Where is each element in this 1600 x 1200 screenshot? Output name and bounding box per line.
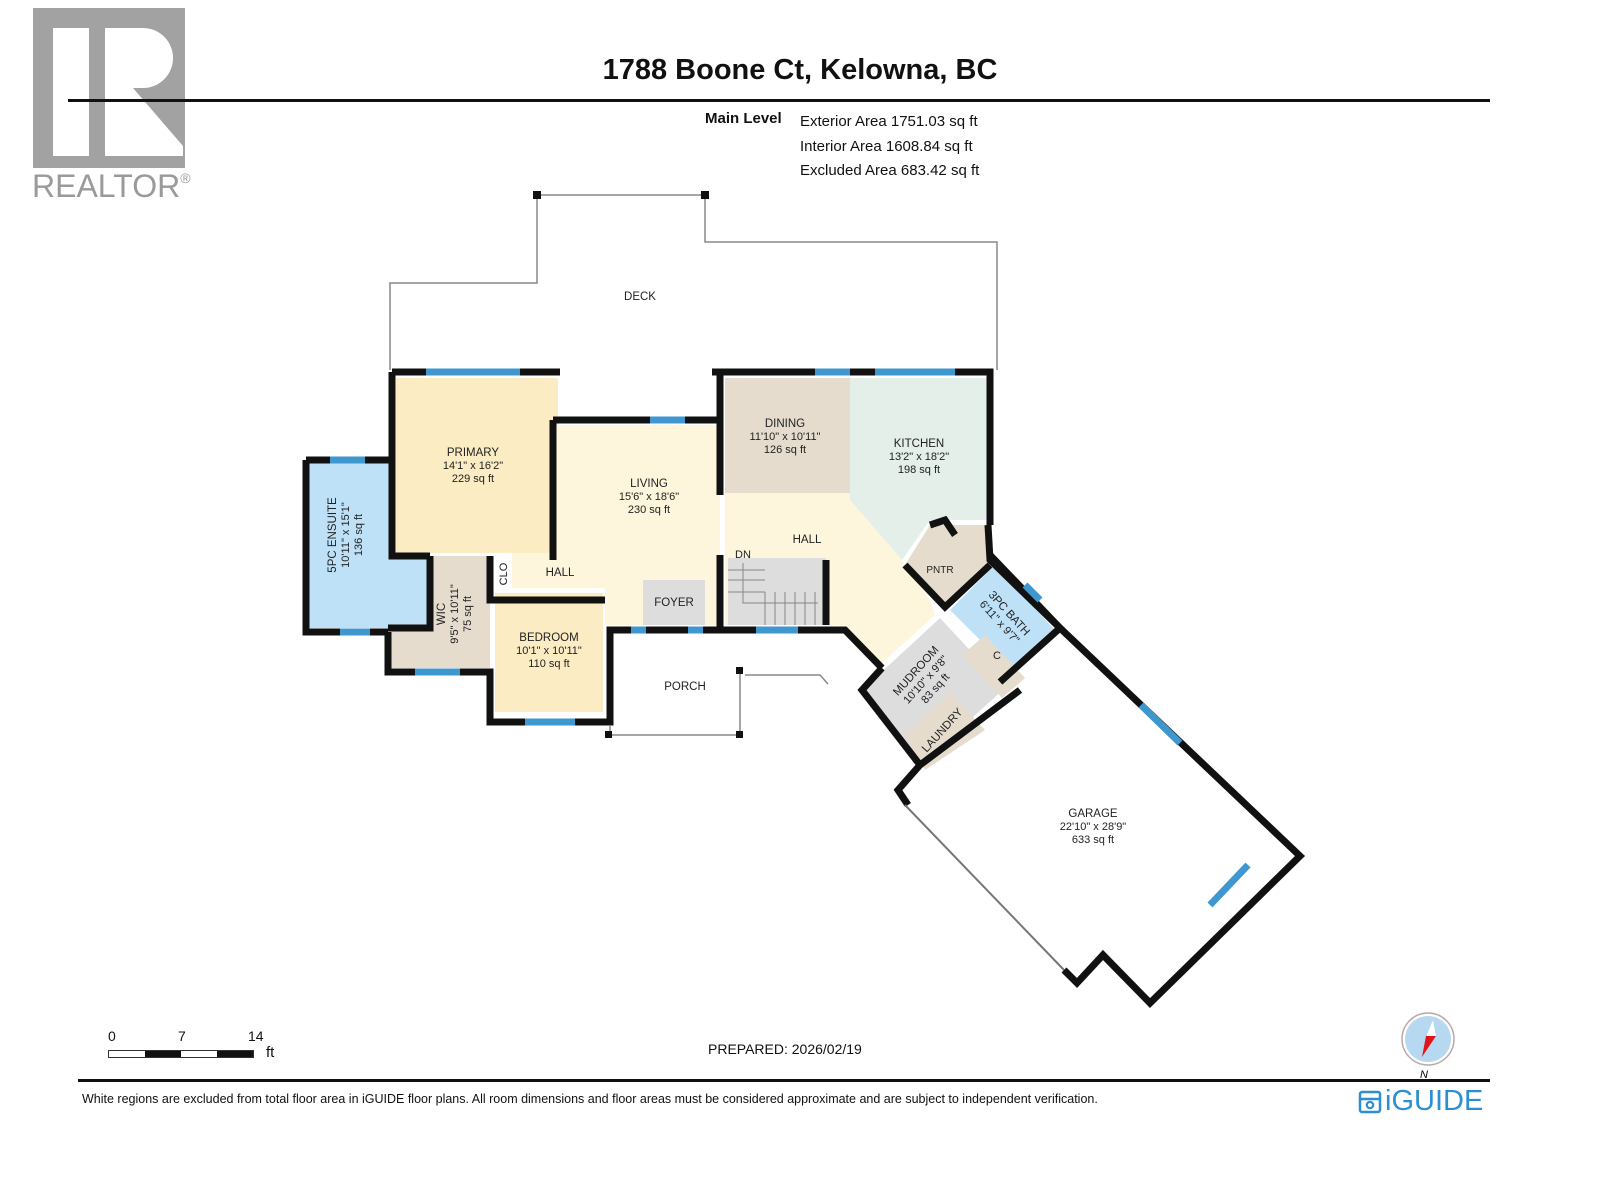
label-wic: WIC xyxy=(436,603,448,625)
label-living: LIVING xyxy=(630,478,668,490)
room-kitchen xyxy=(850,378,988,560)
room-bath3 xyxy=(950,565,1055,670)
walls xyxy=(302,368,1306,1008)
excluded-area: Excluded Area 683.42 sq ft xyxy=(800,162,980,179)
area-living: 230 sq ft xyxy=(628,504,670,516)
label-hall-main: HALL xyxy=(793,534,822,546)
label-deck: DECK xyxy=(624,291,656,303)
iguide-wordmark: iGUIDE xyxy=(1385,1085,1484,1117)
scale-unit: ft xyxy=(266,1044,275,1061)
garage-door xyxy=(904,804,1065,971)
label-stairs-down: DN xyxy=(735,549,751,561)
area-kitchen: 198 sq ft xyxy=(898,464,940,476)
room-laundry xyxy=(905,692,985,770)
room-foyer xyxy=(643,580,705,625)
room-wic xyxy=(388,556,490,668)
iguide-mark-icon xyxy=(1358,1090,1382,1113)
area-ensuite: 136 sq ft xyxy=(353,514,365,556)
dims-kitchen: 13'2" x 18'2" xyxy=(889,451,949,463)
dims-living: 15'6" x 18'6" xyxy=(619,491,679,503)
deck-area xyxy=(389,191,998,370)
room-closet-c xyxy=(962,635,1025,698)
scale-tick-14: 14 xyxy=(248,1028,264,1044)
dims-wic: 9'5" x 10'11" xyxy=(449,584,461,644)
label-primary: PRIMARY xyxy=(447,447,500,459)
scale-tick-7: 7 xyxy=(178,1028,186,1044)
exterior-area: Exterior Area 1751.03 sq ft xyxy=(800,113,978,130)
area-garage: 633 sq ft xyxy=(1072,834,1114,846)
room-hall-west xyxy=(512,553,553,588)
scale-bar-graphic xyxy=(108,1050,254,1058)
dims-bedroom: 10'1" x 10'11" xyxy=(516,645,582,657)
room-dining xyxy=(725,378,850,493)
scale-bar: 0 7 14 ft xyxy=(108,1028,274,1061)
label-pantry: PNTR xyxy=(926,565,953,576)
realtor-r-icon xyxy=(53,28,183,156)
label-porch: PORCH xyxy=(664,681,706,693)
label-hall-west: HALL xyxy=(546,567,575,579)
room-bedroom xyxy=(495,593,603,712)
room-living xyxy=(553,425,720,625)
dims-garage: 22'10" x 28'9" xyxy=(1060,821,1127,833)
label-ensuite: 5PC ENSUITE xyxy=(327,497,339,573)
realtor-logo xyxy=(33,8,185,168)
scale-tick-0: 0 xyxy=(108,1028,116,1044)
label-closet-c: C xyxy=(993,650,1001,662)
svg-text:N: N xyxy=(1420,1069,1428,1080)
area-primary: 229 sq ft xyxy=(452,473,494,485)
stairs-icon xyxy=(728,563,818,625)
area-dining: 126 sq ft xyxy=(764,444,806,456)
interior-area: Interior Area 1608.84 sq ft xyxy=(800,137,973,155)
area-bedroom: 110 sq ft xyxy=(528,658,569,670)
dims-ensuite: 10'11" x 15'1" xyxy=(340,502,352,568)
label-dining: DINING xyxy=(765,418,805,430)
label-garage: GARAGE xyxy=(1068,808,1118,820)
label-foyer: FOYER xyxy=(654,597,694,609)
room-stairs xyxy=(728,558,826,625)
area-summary: Exterior Area 1751.03 sq ft Interior Are… xyxy=(800,110,979,184)
windows xyxy=(330,368,1251,908)
area-wic: 75 sq ft xyxy=(462,596,474,632)
label-bedroom: BEDROOM xyxy=(519,632,578,644)
prepared-date: PREPARED: 2026/02/19 xyxy=(708,1041,862,1057)
header-divider xyxy=(68,99,1490,102)
iguide-logo: iGUIDE xyxy=(1358,1085,1483,1118)
room-primary xyxy=(396,378,558,553)
porch-area xyxy=(605,667,829,738)
page-title: 1788 Boone Ct, Kelowna, BC xyxy=(602,54,998,86)
footer-divider xyxy=(78,1079,1490,1082)
room-ensuite xyxy=(309,462,430,628)
label-closet: CLO xyxy=(498,562,510,585)
label-kitchen: KITCHEN xyxy=(894,438,944,450)
dims-dining: 11'10" x 10'11" xyxy=(750,431,821,443)
dims-primary: 14'1" x 16'2" xyxy=(443,460,503,472)
realtor-wordmark: REALTOR® xyxy=(32,168,191,204)
level-name: Main Level xyxy=(705,110,782,127)
disclaimer-text: White regions are excluded from total fl… xyxy=(82,1092,1098,1106)
compass-icon: N xyxy=(1398,1010,1458,1085)
